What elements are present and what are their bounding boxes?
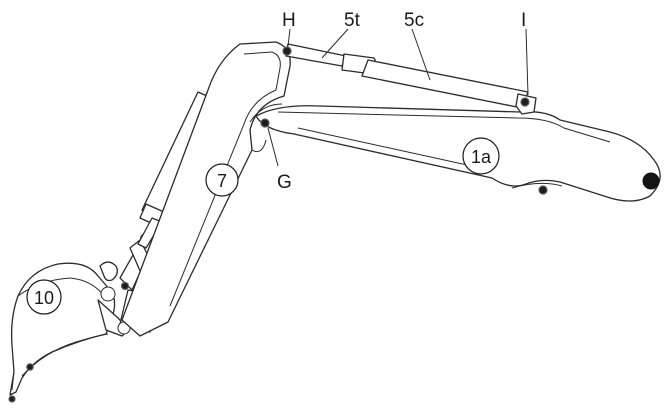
stick-arm <box>121 41 291 337</box>
callout-7: 7 <box>205 163 239 197</box>
callout-1a-text: 1a <box>471 147 492 167</box>
boom-foot-pin-icon <box>642 172 660 190</box>
label-5t: 5t <box>344 10 361 31</box>
label-g: G <box>277 172 292 193</box>
callout-7-text: 7 <box>217 171 227 191</box>
cylinder-rod-pin-icon <box>282 46 292 56</box>
label-i: I <box>521 10 526 31</box>
callout-10: 10 <box>26 279 62 315</box>
stick-cylinder <box>285 43 537 115</box>
bucket-tooth-pin-icon <box>8 395 16 403</box>
link-pin-left-icon <box>120 281 130 291</box>
callout-10-text: 10 <box>34 288 54 308</box>
cylinder-base-pin-icon <box>520 97 530 107</box>
boom <box>255 105 661 202</box>
callout-1a: 1a <box>462 137 500 175</box>
bucket <box>9 262 116 396</box>
boom-pivot-pin-icon <box>260 118 270 128</box>
bucket-pin-icon <box>26 363 34 371</box>
boom-lower-pin-icon <box>538 185 548 195</box>
label-5c: 5c <box>404 10 424 31</box>
label-h: H <box>282 10 296 31</box>
leader-lines <box>267 28 529 167</box>
